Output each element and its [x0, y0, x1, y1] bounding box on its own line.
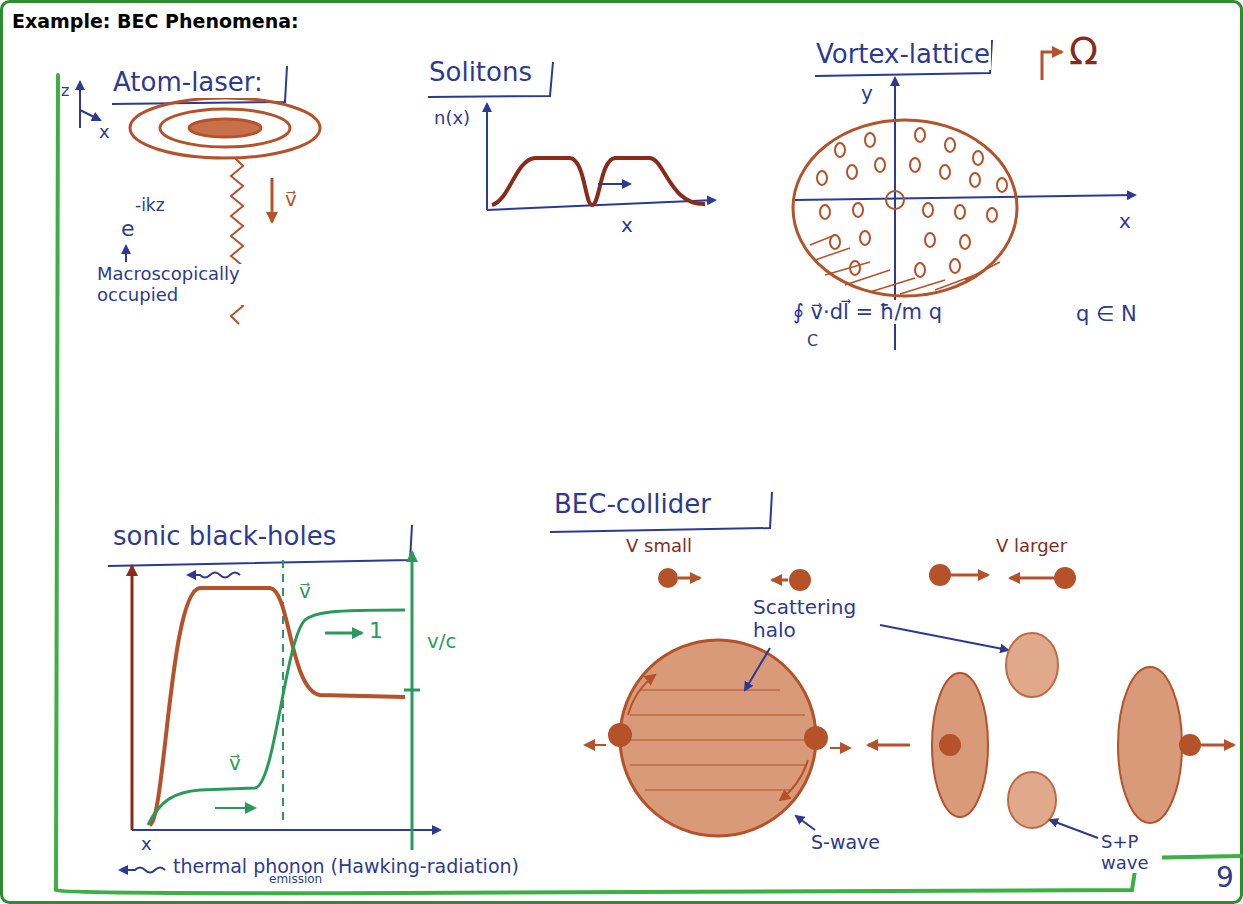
vector-label: v⃗: [228, 752, 242, 775]
panel-heading: Atom-laser:: [112, 68, 264, 98]
panel-heading: BEC-collider: [553, 490, 712, 520]
annotation: V small: [625, 536, 693, 557]
callout-label: Scattering halo: [752, 596, 879, 642]
axis-label: z: [60, 82, 70, 100]
page-number: 9: [1215, 862, 1235, 894]
panel-heading: sonic black-holes: [112, 522, 337, 552]
formula: ∮ v⃗·dl⃗ = ħ/m q: [792, 300, 943, 324]
annotation: Macroscopically occupied: [96, 264, 248, 305]
annotation: emission: [268, 873, 323, 887]
annotation: V larger: [995, 536, 1068, 557]
formula-subscript: C: [806, 332, 819, 350]
panel-heading: Vortex-lattice: [815, 40, 991, 70]
axis-label: x: [98, 122, 111, 143]
panel-heading: Solitons: [428, 58, 533, 88]
vector-label: v⃗: [284, 188, 298, 211]
annotation: thermal phonon (Hawking-radiation): [172, 856, 520, 878]
axis-label: y: [860, 82, 874, 105]
rotation-symbol: Ω: [1068, 30, 1099, 74]
title: Example: BEC Phenomena:: [12, 10, 299, 32]
axis-label: x: [140, 834, 153, 855]
vector-label: v⃗: [298, 580, 312, 603]
axis-label: v/c: [426, 630, 458, 653]
axis-label: x: [1118, 210, 1132, 233]
axis-label: n(x): [433, 108, 471, 129]
tick-label: 1: [368, 618, 384, 643]
callout-label: S+P wave: [1100, 832, 1162, 873]
callout-label: S-wave: [810, 832, 881, 854]
exponent: -ikz: [134, 196, 166, 216]
formula-base: e: [120, 216, 136, 241]
axis-label: x: [620, 214, 634, 237]
formula: q ∈ N: [1075, 302, 1138, 326]
